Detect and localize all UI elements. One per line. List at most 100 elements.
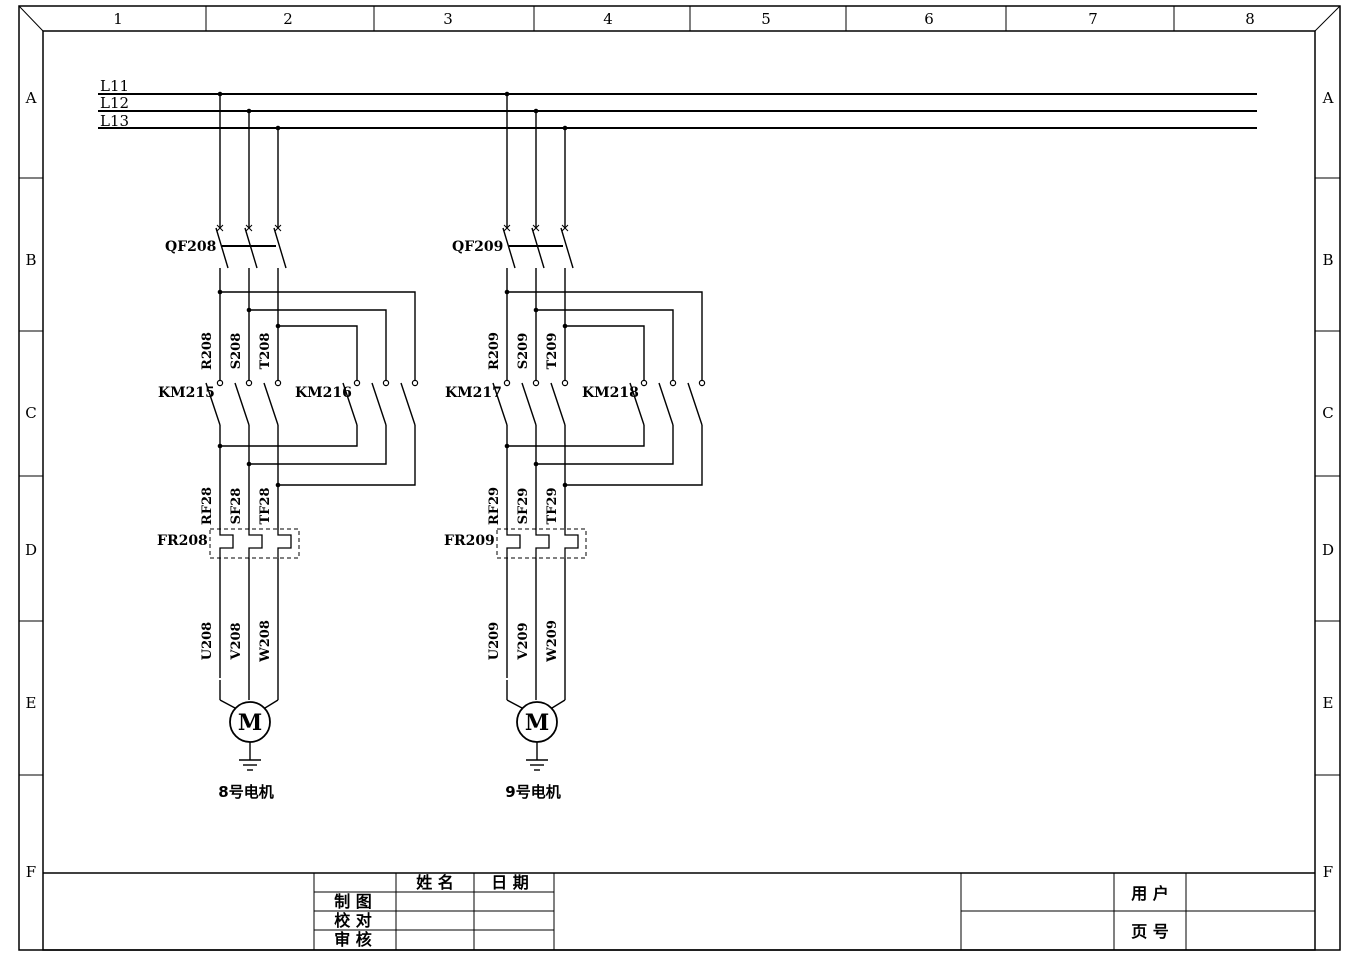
row-label: F	[1323, 863, 1333, 881]
phase-label: R209	[487, 332, 502, 370]
row-label: C	[25, 404, 36, 422]
motor-terminal-label: U209	[487, 622, 502, 660]
row-label: C	[1322, 404, 1333, 422]
relay-label: FR208	[157, 533, 208, 549]
motor-caption: 9号电机	[505, 783, 560, 801]
reverse-feed-wire	[565, 325, 645, 382]
contactor-label: KM217	[445, 385, 502, 401]
row-labels-right: A B C D E F	[1322, 89, 1334, 881]
column-labels: 1 2 3 4 5 6 7 8	[113, 10, 1255, 28]
contact-blade	[521, 382, 537, 426]
junction-dot	[246, 461, 252, 467]
title-block-checked-by: 校 对	[334, 911, 372, 930]
row-label: F	[26, 863, 36, 881]
breaker-label: QF209	[452, 239, 503, 255]
junction-dot	[275, 482, 281, 488]
contact-terminal	[532, 379, 540, 387]
relay-phase-label: TF29	[545, 488, 560, 525]
contact-blade	[342, 382, 358, 426]
contact-terminal	[353, 379, 361, 387]
column-label: 3	[443, 10, 453, 28]
junction-dot	[562, 125, 568, 131]
contact-terminal	[640, 379, 648, 387]
contact-terminal	[503, 379, 511, 387]
thermal-element	[564, 530, 579, 558]
breaker-pole	[560, 227, 574, 269]
motor-terminal-label: W208	[258, 620, 273, 663]
breaker-trip-mark	[245, 224, 253, 232]
motor-caption: 8号电机	[218, 783, 273, 801]
column-label: 2	[283, 10, 293, 28]
overload-relay-box	[496, 528, 587, 559]
row-label: D	[25, 541, 37, 559]
breaker-pole	[244, 227, 258, 269]
reverse-feed-wire	[536, 309, 674, 382]
title-block-reviewed-by: 审 核	[334, 930, 372, 949]
contact-blade	[687, 382, 703, 426]
junction-dot	[275, 125, 281, 131]
contact-blade	[550, 382, 566, 426]
reverse-feed-wire	[507, 291, 703, 382]
title-block-name-header: 姓 名	[416, 873, 454, 892]
breaker-label: QF208	[165, 239, 216, 255]
phase-label: S208	[229, 333, 244, 370]
contactor-label: KM216	[295, 385, 352, 401]
relay-phase-label: SF29	[516, 488, 531, 525]
row-labels-left: A B C D E F	[25, 89, 37, 881]
column-label: 4	[603, 10, 613, 28]
relay-label: FR209	[444, 533, 495, 549]
phase-label: R208	[200, 332, 215, 370]
reverse-return-wire	[278, 425, 416, 486]
breaker-pole	[215, 227, 229, 269]
row-label: A	[25, 89, 37, 107]
phase-label: T208	[258, 333, 273, 370]
junction-dot	[504, 91, 510, 97]
phase-label: S209	[516, 333, 531, 370]
contact-blade	[234, 382, 250, 426]
contact-blade	[400, 382, 416, 426]
reverse-return-wire	[220, 425, 358, 447]
row-label: D	[1322, 541, 1334, 559]
contact-blade	[658, 382, 674, 426]
relay-phase-label: TF28	[258, 488, 273, 525]
contact-terminal	[382, 379, 390, 387]
thermal-element	[506, 530, 521, 558]
junction-dot	[217, 443, 223, 449]
contact-blade	[492, 382, 508, 426]
breaker-pole	[531, 227, 545, 269]
contact-blade	[629, 382, 645, 426]
junction-dot	[246, 108, 252, 114]
bus-labels: L11 L12 L13	[100, 77, 129, 130]
relay-phase-label: RF29	[487, 487, 502, 525]
reverse-return-wire	[536, 425, 674, 465]
motor-terminal-label: V209	[516, 622, 531, 660]
row-label: A	[1322, 89, 1334, 107]
thermal-element	[535, 530, 550, 558]
title-block-user: 用 户	[1131, 884, 1169, 903]
contact-terminal	[274, 379, 282, 387]
bus-label-l13: L13	[100, 112, 129, 130]
breaker-pole	[502, 227, 516, 269]
junction-dot	[504, 443, 510, 449]
contactor-label: KM215	[158, 385, 215, 401]
relay-phase-label: RF28	[200, 487, 215, 525]
motor-lead	[551, 699, 566, 709]
phase-label: T209	[545, 333, 560, 370]
title-block-text: 姓 名 日 期 制 图 校 对 审 核 用 户 页 号	[334, 873, 1169, 949]
contact-blade	[371, 382, 387, 426]
motor-terminal-label: W209	[545, 620, 560, 663]
overload-relay-box	[209, 528, 300, 559]
junction-dot	[217, 91, 223, 97]
contact-terminal	[698, 379, 706, 387]
title-block-page: 页 号	[1131, 922, 1169, 941]
row-label: E	[1323, 694, 1334, 712]
thermal-element	[219, 530, 234, 558]
contact-blade	[263, 382, 279, 426]
column-label: 1	[113, 10, 123, 28]
title-block-date-header: 日 期	[491, 873, 529, 892]
breaker-trip-mark	[561, 224, 569, 232]
bus-label-l11: L11	[100, 77, 129, 95]
junction-dot	[533, 108, 539, 114]
